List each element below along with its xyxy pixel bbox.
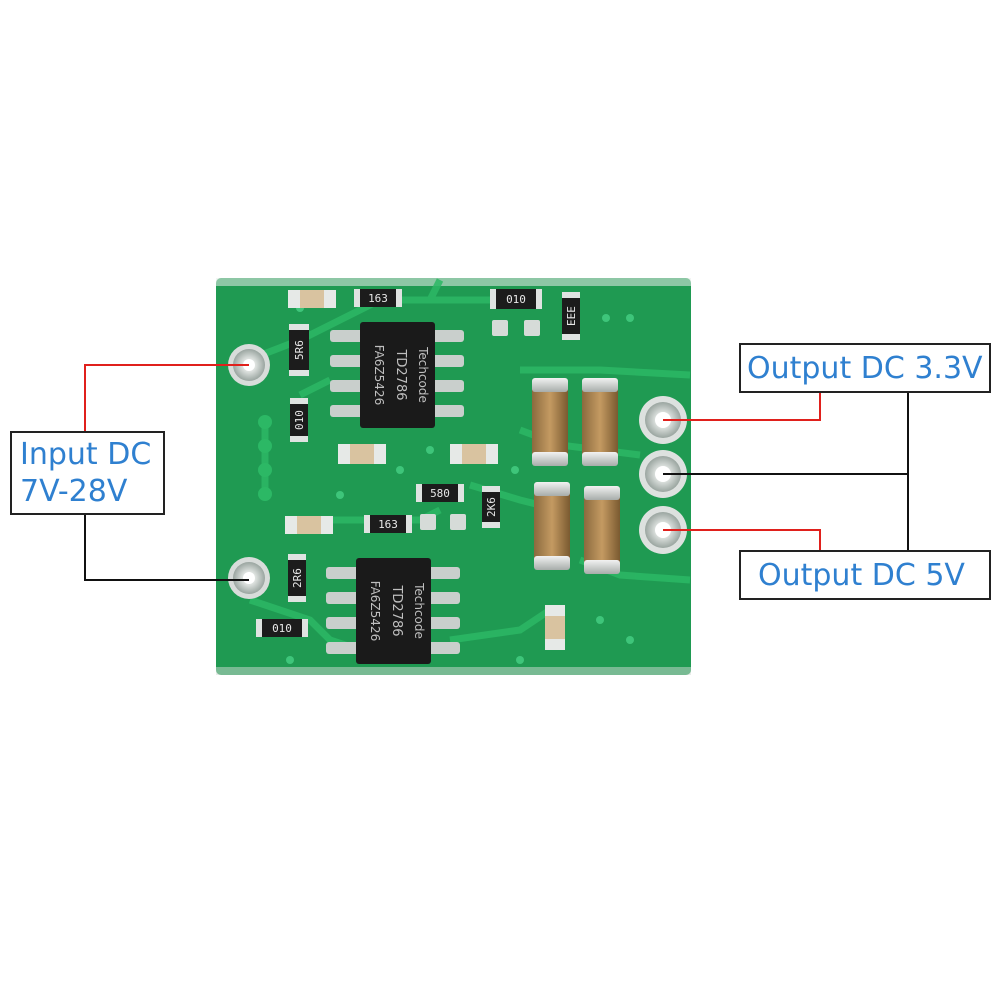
resistor-r10-code: 2K6 (485, 497, 498, 517)
resistor-r7-code: 163 (378, 518, 398, 531)
resistor-r3-code: 5R6 (293, 340, 306, 360)
resistor-r6-code: 580 (430, 487, 450, 500)
ic-bottom-model: TD2786 (389, 584, 404, 636)
output-33v-lead (663, 393, 821, 421)
resistor-r8-code: 2R6 (291, 568, 304, 588)
resistor-r6: 580 (416, 484, 464, 502)
ic-bottom-brand: Techcode (412, 582, 426, 639)
leader-lines (84, 364, 909, 581)
resistor-r2: 010 (490, 289, 542, 309)
input-dc-label-line2: 7V-28V (20, 473, 128, 509)
resistor-r1-code: 163 (368, 292, 388, 305)
smd-capacitor-5 (545, 605, 565, 650)
ic-top-code: FA6Z5426 (372, 345, 386, 405)
resistor-r10: 2K6 (482, 486, 500, 528)
capacitor-top-right (582, 378, 618, 466)
input-negative-lead (84, 515, 249, 581)
input-positive-lead (84, 364, 249, 431)
resistor-r7: 163 (364, 515, 412, 533)
ic-top-model: TD2786 (393, 348, 408, 400)
small-pads (420, 320, 540, 530)
resistor-r1: 163 (354, 289, 402, 307)
input-dc-label-line1: Input DC (20, 437, 152, 472)
ic-top-brand: Techcode (416, 346, 430, 403)
capacitor-top-left (532, 378, 568, 466)
output-5v-lead (663, 529, 821, 550)
input-dc-label: Input DC 7V-28V (10, 431, 165, 515)
resistor-r5-code: EEE (565, 306, 578, 326)
resistor-r4-code: 010 (293, 410, 306, 430)
resistor-r9-code: 010 (272, 622, 292, 635)
smd-capacitor-4 (285, 516, 333, 534)
ic-bottom: Techcode TD2786 FA6Z5426 (326, 558, 460, 664)
resistor-r3: 5R6 (289, 324, 309, 376)
ic-bottom-code: FA6Z5426 (368, 581, 382, 641)
resistor-r9: 010 (256, 619, 308, 637)
smd-capacitor-3 (450, 444, 498, 464)
resistor-r5: EEE (562, 292, 580, 340)
trace-pads (258, 415, 272, 501)
input-pad-bottom (228, 557, 270, 599)
output-33v-label-text: Output DC 3.3V (747, 351, 983, 386)
capacitor-bottom-left (534, 482, 570, 570)
resistor-r4: 010 (290, 398, 308, 442)
ic-top: Techcode TD2786 FA6Z5426 (330, 322, 464, 428)
resistor-r8: 2R6 (288, 554, 306, 602)
capacitor-bottom-right (584, 486, 620, 574)
output-5v-label: Output DC 5V (739, 550, 991, 600)
output-33v-label: Output DC 3.3V (739, 343, 991, 393)
smd-capacitor-2 (338, 444, 386, 464)
smd-capacitor-1 (288, 290, 336, 308)
resistor-r2-code: 010 (506, 293, 526, 306)
output-5v-label-text: Output DC 5V (758, 558, 965, 593)
